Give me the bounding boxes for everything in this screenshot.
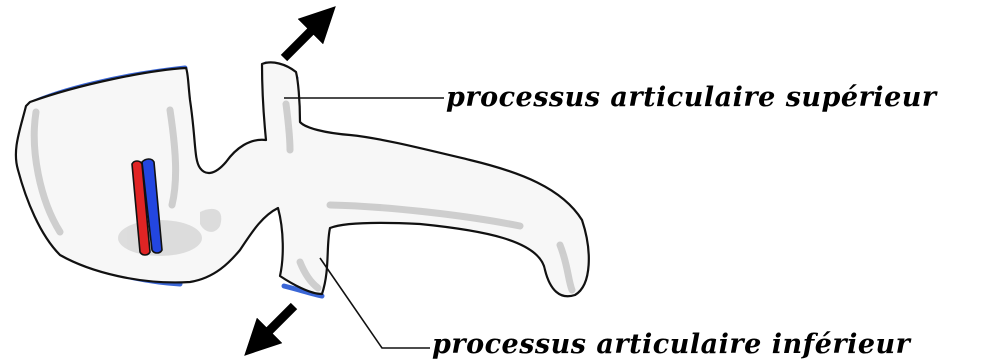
label-inferior-articular-process: processus articulaire inférieur — [432, 329, 911, 360]
bone-shading — [30, 100, 576, 294]
vein-blue — [141, 158, 163, 254]
arrow-up-right-icon — [280, 6, 336, 62]
vessels — [131, 158, 163, 256]
arrow-down-left-icon — [244, 302, 298, 356]
label-superior-articular-process: processus articulaire supérieur — [446, 82, 937, 113]
artery-red — [131, 160, 151, 256]
leader-line-inferior — [319, 257, 430, 349]
